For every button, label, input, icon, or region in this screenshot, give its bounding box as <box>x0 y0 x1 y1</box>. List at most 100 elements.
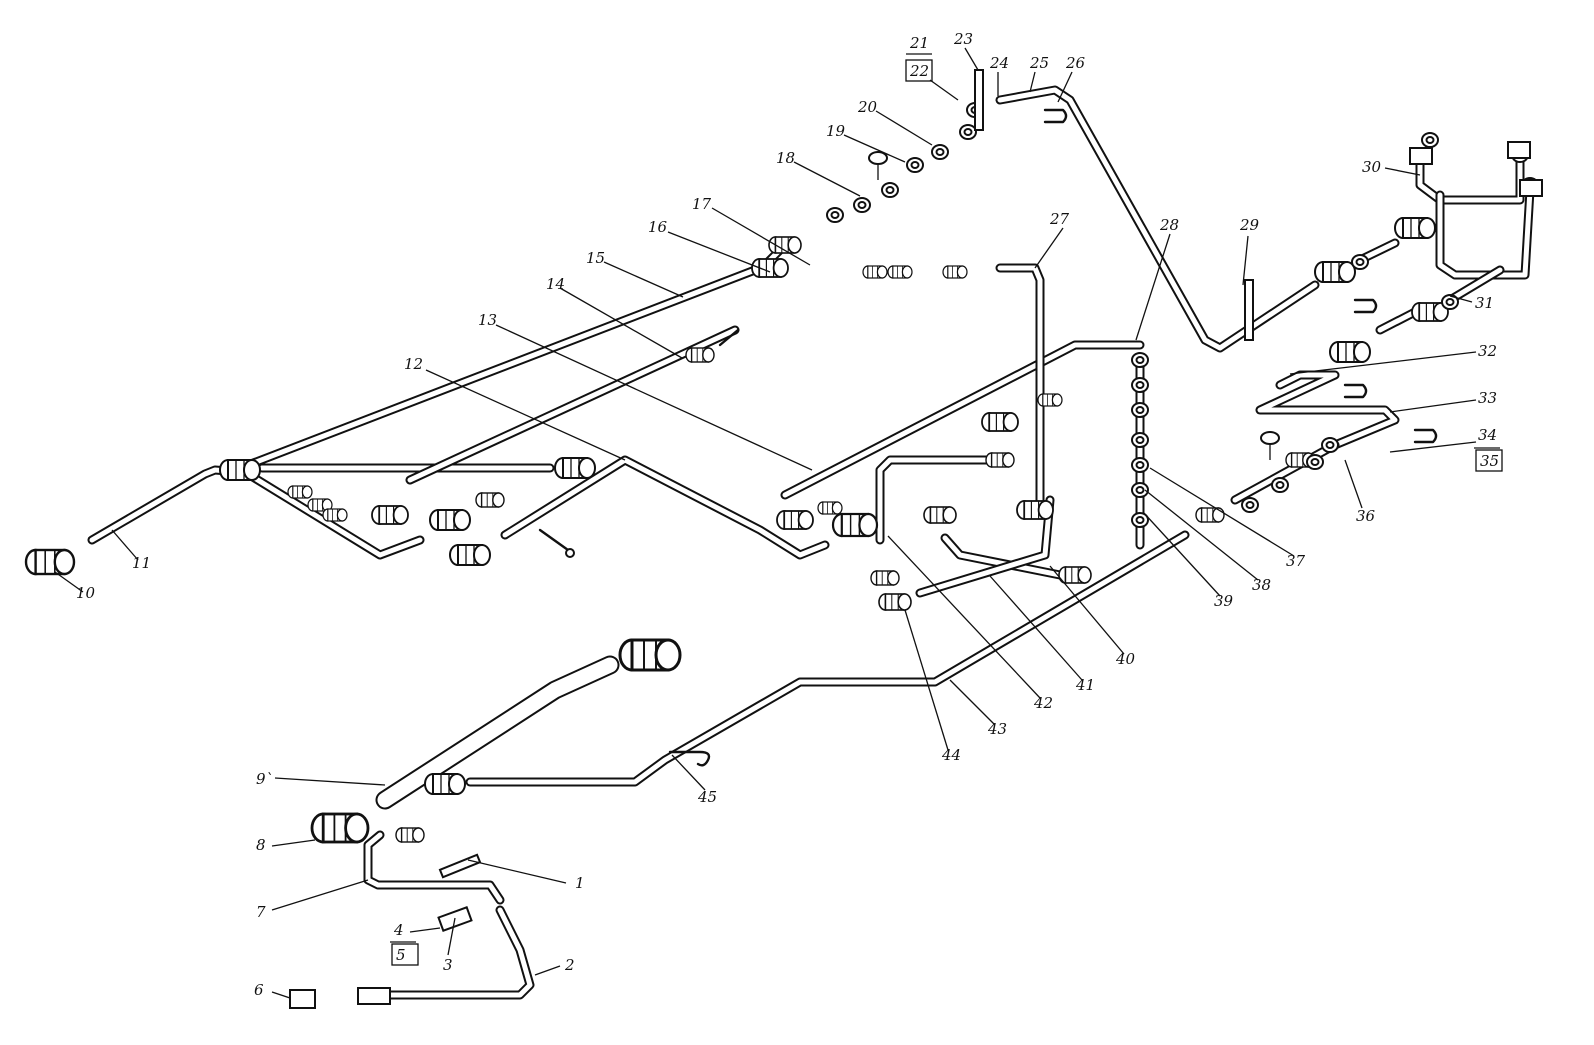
nut-fitting <box>1351 254 1369 270</box>
hook-45 <box>668 750 711 767</box>
callout-36: 36 <box>1344 459 1376 525</box>
nut-fitting <box>1131 352 1149 368</box>
leader-line <box>667 231 771 273</box>
clamp-part <box>395 827 425 843</box>
clamp-part <box>768 236 802 254</box>
leader-line <box>875 110 933 146</box>
callout-number: 29 <box>1239 216 1260 234</box>
leader-line <box>1289 351 1477 375</box>
pipe-26 <box>995 85 1320 353</box>
callout-1: 1 <box>467 859 585 892</box>
clamp-part <box>618 638 682 672</box>
callout-14: 14 <box>546 275 683 359</box>
callout-number: 38 <box>1252 576 1271 594</box>
callout-13: 13 <box>478 311 813 471</box>
callout-40: 40 <box>1049 565 1136 668</box>
leader-line <box>274 777 386 786</box>
leader-line <box>1029 71 1036 93</box>
callout-41: 41 <box>989 575 1095 694</box>
bracket-strip <box>974 69 984 131</box>
bracket-strip <box>1244 279 1254 341</box>
leader-line <box>989 575 1083 681</box>
callout-38: 38 <box>1144 489 1271 594</box>
leader-line <box>1144 489 1259 581</box>
callout-number: 22 <box>909 62 929 80</box>
callout-number: 27 <box>1049 210 1070 228</box>
callout-number: 43 <box>987 720 1007 738</box>
callout-number: 11 <box>132 554 151 572</box>
nut-fitting <box>959 124 977 140</box>
callout-21: 21 <box>909 34 929 52</box>
callout-3: 3 <box>443 917 456 974</box>
callout-number: 28 <box>1159 216 1179 234</box>
clamp-part <box>307 498 333 512</box>
leader-line <box>711 207 811 266</box>
leader-line <box>1049 565 1125 655</box>
callout-30: 30 <box>1362 158 1421 176</box>
pipe-30 <box>1415 145 1525 205</box>
callout-number: 19 <box>826 122 846 140</box>
callout-6: 6 <box>254 981 291 999</box>
callout-16: 16 <box>648 218 771 273</box>
u-bolt <box>1413 428 1438 444</box>
nut-fitting <box>1421 132 1439 148</box>
nut-fitting <box>1131 377 1149 393</box>
callout-4: 4 <box>393 921 441 939</box>
callout-number: 14 <box>546 275 565 293</box>
leader-line <box>1142 511 1221 597</box>
nut-fitting <box>1241 497 1259 513</box>
callout-43: 43 <box>949 679 1007 738</box>
callout-number: 40 <box>1115 650 1136 668</box>
leader-line <box>964 47 979 71</box>
clamp-part <box>862 265 888 279</box>
callout-18: 18 <box>776 149 861 197</box>
leader-line <box>111 529 139 561</box>
callout-31: 31 <box>1449 294 1494 312</box>
leader-line <box>1135 233 1171 341</box>
pipe-assemblies <box>87 85 1535 1000</box>
nut-fitting <box>1306 454 1324 470</box>
callout-23: 23 <box>953 30 979 71</box>
callout-number: 45 <box>697 788 717 806</box>
callout-11: 11 <box>111 529 151 572</box>
nut-fitting <box>1131 432 1149 448</box>
leader-line <box>467 859 567 884</box>
clamp-part <box>1037 393 1063 407</box>
clamp-part <box>831 512 879 538</box>
callout-24: 24 <box>989 54 1009 96</box>
callout-box <box>1475 449 1503 472</box>
callout-number: 26 <box>1065 54 1086 72</box>
callout-number: 39 <box>1214 592 1234 610</box>
leader-line <box>559 287 683 359</box>
callout-number: 5 <box>396 946 406 964</box>
leader-line <box>929 79 959 101</box>
rod-14-end <box>718 328 740 347</box>
callout-26: 26 <box>1057 54 1086 103</box>
callout-number: 37 <box>1286 552 1306 570</box>
leader-line <box>949 679 995 725</box>
callout-number: 20 <box>857 98 878 116</box>
callout-number: 1 <box>575 874 585 892</box>
callout-number: 7 <box>256 903 266 921</box>
clamp-part <box>219 459 261 481</box>
callout-number: 16 <box>648 218 668 236</box>
nut-fitting <box>881 182 899 198</box>
u-bolt <box>1043 108 1068 124</box>
callout-number: 32 <box>1478 342 1497 360</box>
callout-5: 5 <box>391 943 419 966</box>
callout-number: 3 <box>443 956 453 974</box>
callout-34: 34 <box>1389 426 1497 453</box>
callout-number: 4 <box>393 921 404 939</box>
callout-27: 27 <box>1034 210 1070 269</box>
leader-line <box>409 927 441 933</box>
fittings-and-clamps <box>24 69 1543 1009</box>
clamp-part <box>923 506 957 524</box>
pipe-13 <box>780 340 1145 500</box>
clamp-part <box>985 452 1015 468</box>
nut-fitting <box>1131 402 1149 418</box>
clamp-part <box>554 457 596 479</box>
clamp-part <box>887 265 913 279</box>
clamp-part <box>942 265 968 279</box>
clamp-part <box>870 570 900 586</box>
